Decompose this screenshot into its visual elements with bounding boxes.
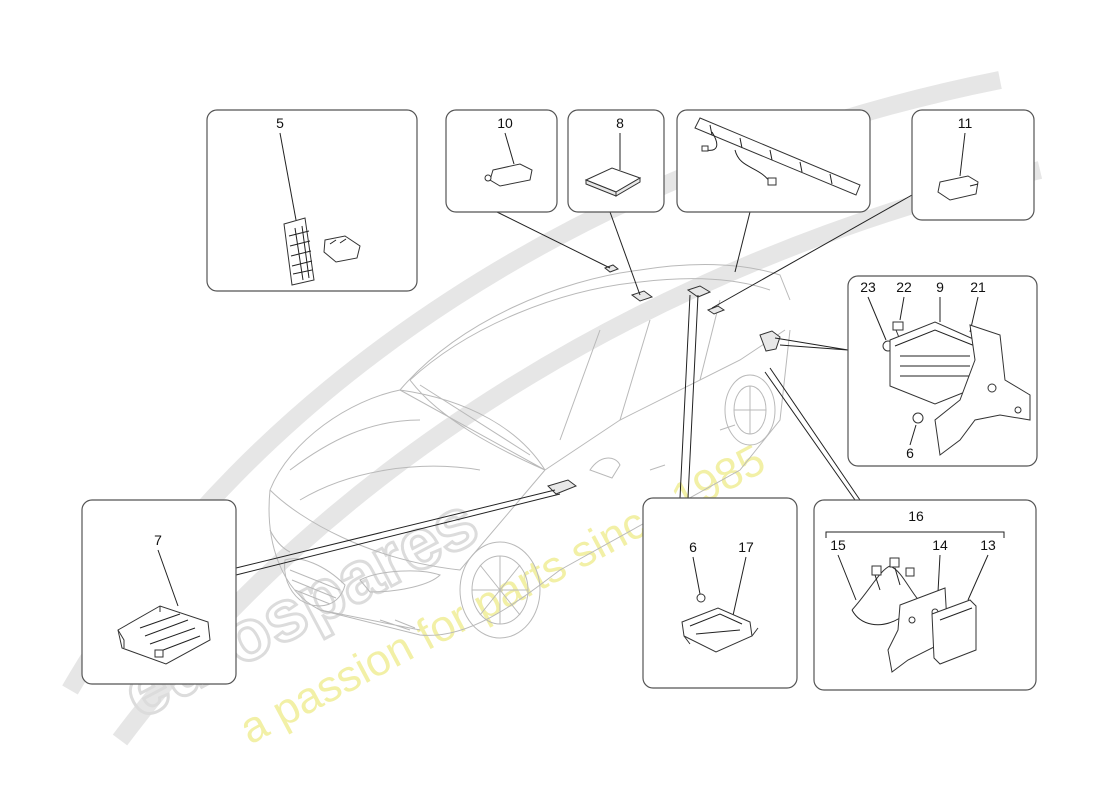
nut-6-upper bbox=[912, 412, 924, 424]
callout-8: 8 bbox=[616, 115, 624, 131]
box-17: 6 17 bbox=[642, 497, 798, 689]
box-9: 23 22 9 21 6 bbox=[847, 275, 1038, 467]
trunk-bracket-marker bbox=[759, 330, 781, 352]
callout-22: 22 bbox=[896, 279, 912, 295]
callout-11: 11 bbox=[958, 115, 973, 131]
callout-15: 15 bbox=[830, 537, 846, 553]
callout-7: 7 bbox=[154, 532, 162, 548]
roof-sensor-marker bbox=[630, 290, 654, 302]
callout-6-lower: 6 bbox=[689, 539, 697, 555]
callout-23: 23 bbox=[860, 279, 876, 295]
bracket-14-part bbox=[887, 587, 949, 673]
box-8: 8 bbox=[567, 109, 665, 213]
callout-5: 5 bbox=[276, 115, 284, 131]
box-harness bbox=[676, 109, 871, 213]
callout-14: 14 bbox=[932, 537, 948, 553]
callout-21: 21 bbox=[970, 279, 986, 295]
bracket-21-part bbox=[934, 324, 1031, 456]
car-outline bbox=[268, 264, 791, 639]
nut-6-lower bbox=[696, 593, 706, 603]
box-11: 11 bbox=[911, 109, 1035, 221]
module-13-part bbox=[931, 599, 977, 665]
roof-module-marker bbox=[604, 264, 619, 273]
callout-6-upper: 6 bbox=[906, 445, 914, 461]
leader-lines bbox=[235, 194, 913, 576]
rear-shelf-marker bbox=[706, 305, 726, 315]
car-part-markers bbox=[547, 264, 781, 495]
box-7: 7 bbox=[81, 499, 237, 685]
box-16: 16 15 14 13 bbox=[813, 499, 1037, 691]
callout-13: 13 bbox=[980, 537, 996, 553]
box-5: 5 bbox=[206, 109, 418, 292]
sensor-module-part bbox=[937, 175, 979, 201]
dashboard-module-marker bbox=[547, 479, 578, 495]
rear-window-marker bbox=[686, 285, 712, 298]
callout-10: 10 bbox=[497, 115, 513, 131]
roof-harness-part bbox=[694, 117, 861, 196]
callout-16: 16 bbox=[908, 508, 924, 524]
callout-9: 9 bbox=[936, 279, 944, 295]
callout-17: 17 bbox=[738, 539, 754, 555]
box-10: 10 bbox=[445, 109, 558, 213]
